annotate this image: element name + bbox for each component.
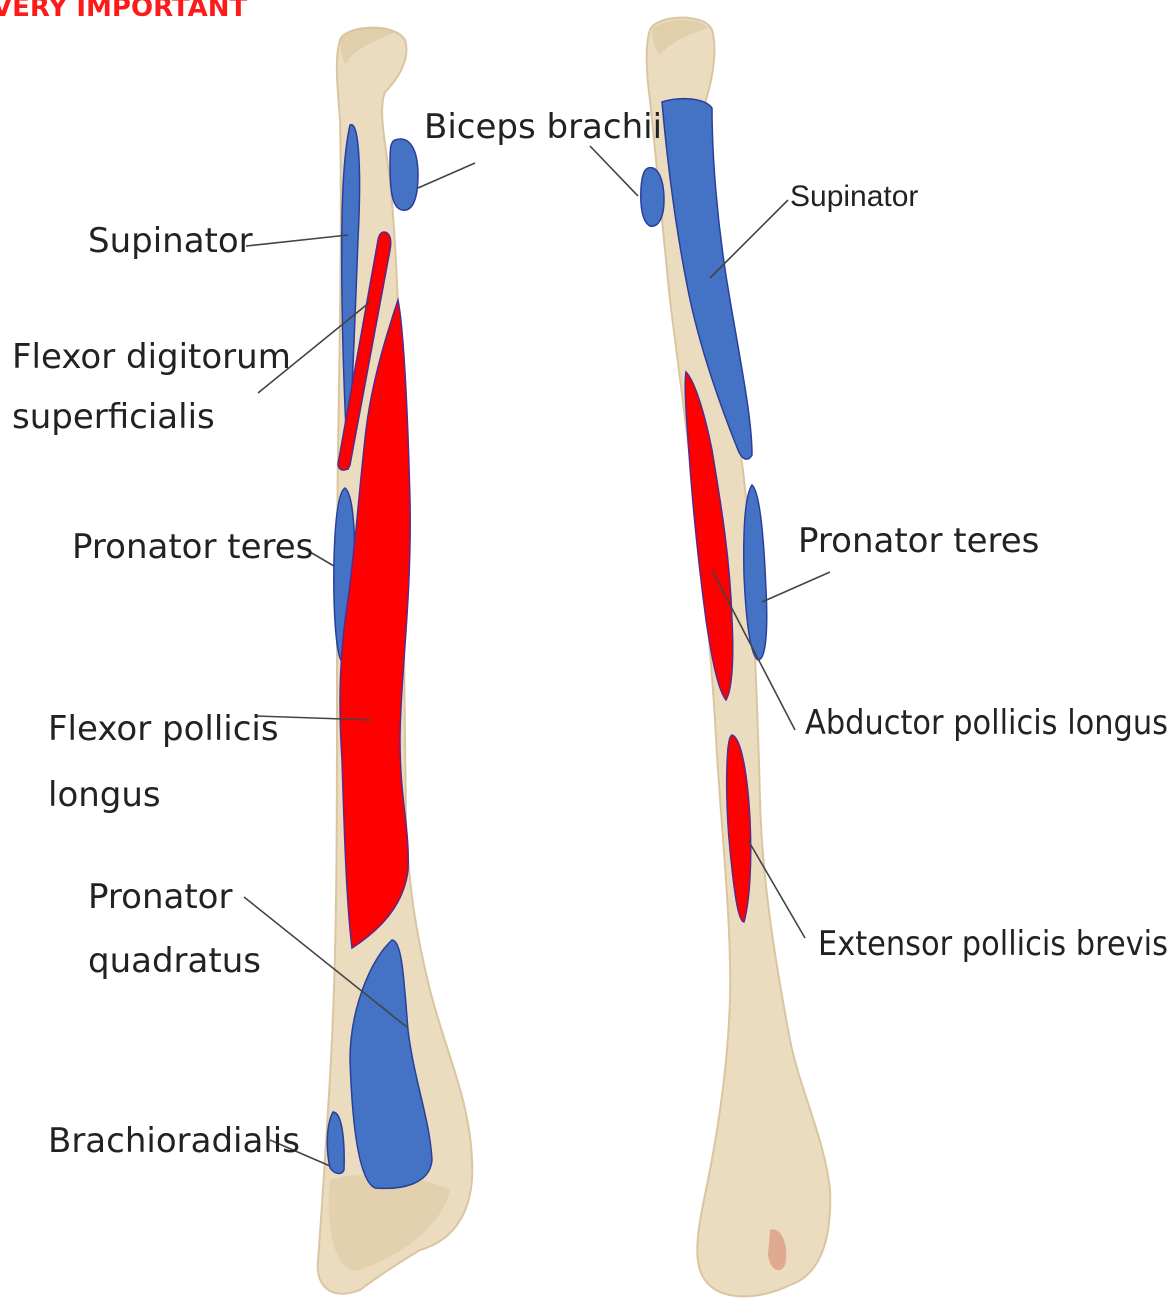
- label-fpl-line2: longus: [48, 775, 161, 815]
- label-fpl-line1: Flexor pollicis: [48, 709, 279, 749]
- label-pronator-teres-right: Pronator teres: [798, 521, 1039, 561]
- leader-pronator-teres-right: [762, 572, 830, 602]
- label-pq-line1: Pronator: [88, 877, 232, 917]
- label-biceps-brachii: Biceps brachii: [424, 107, 662, 147]
- right-biceps-attachment: [641, 168, 664, 227]
- right-labels: Supinator Pronator teres Abductor pollic…: [790, 180, 1168, 964]
- leader-supinator-left: [246, 235, 348, 246]
- label-pronator-teres-left: Pronator teres: [72, 527, 313, 567]
- leader-supinator-right: [710, 200, 788, 278]
- label-epb: Extensor pollicis brevis: [818, 924, 1168, 964]
- label-brachioradialis: Brachioradialis: [48, 1121, 300, 1161]
- label-fds-line1: Flexor digitorum: [12, 337, 291, 377]
- label-fds-line2: superficialis: [12, 397, 215, 437]
- leader-biceps-left: [418, 163, 475, 188]
- left-biceps-attachment: [390, 139, 418, 210]
- banner-text: VERY IMPORTANT: [0, 0, 248, 23]
- label-pq-line2: quadratus: [88, 941, 261, 981]
- right-muscle-attachments: [641, 99, 767, 922]
- label-apl: Abductor pollicis longus: [805, 703, 1168, 743]
- leader-biceps-right: [590, 146, 638, 196]
- label-supinator-left: Supinator: [88, 221, 253, 261]
- label-supinator-right: Supinator: [790, 180, 918, 213]
